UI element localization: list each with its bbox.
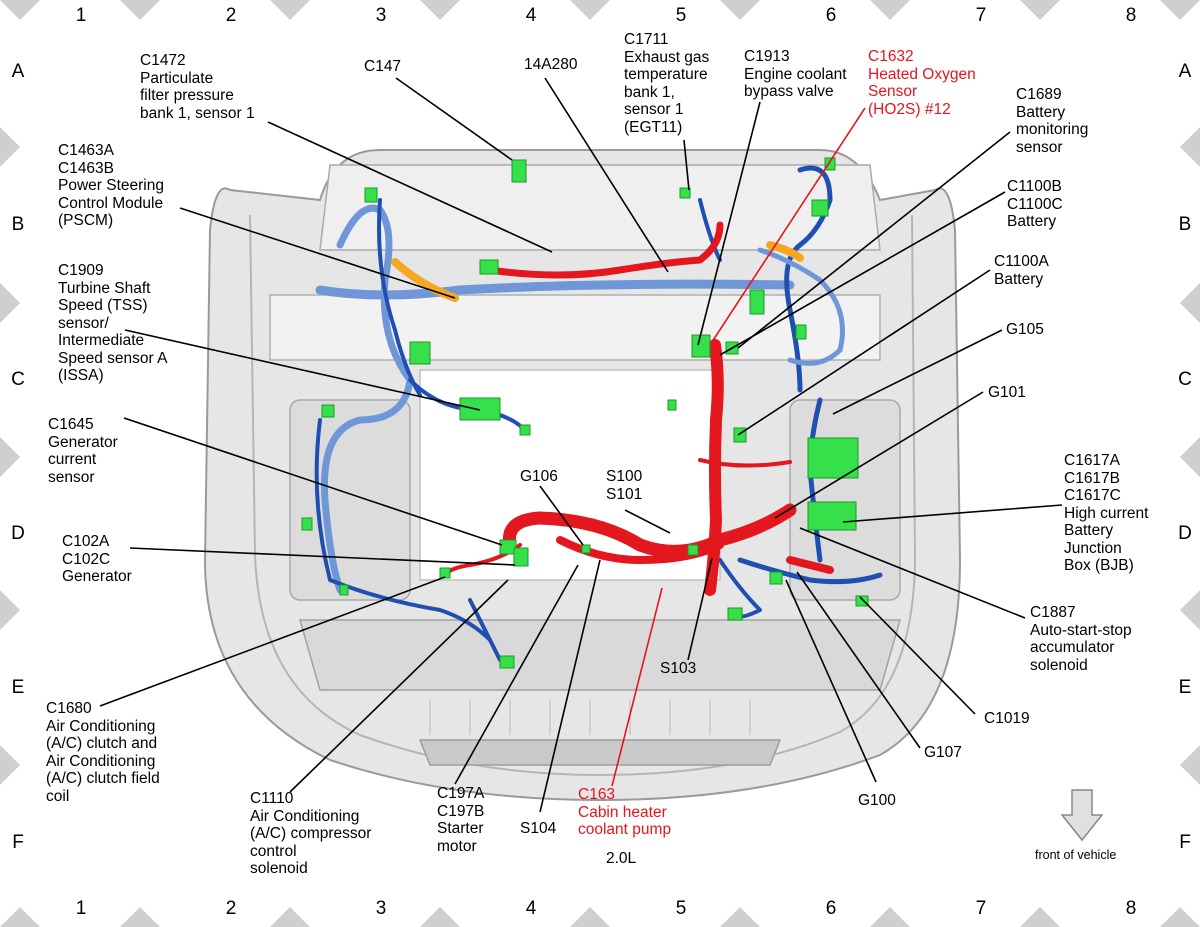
connectors [301, 157, 869, 669]
grid-col-bottom-7: 7 [975, 898, 987, 919]
callout-c1617: C1617A C1617B C1617C High current Batter… [1064, 452, 1149, 574]
callout-14a280: 14A280 [524, 56, 578, 73]
grid-row-left-c: C [11, 369, 25, 390]
grid-col-top-4: 4 [525, 5, 537, 26]
grid-col-top-2: 2 [225, 5, 237, 26]
grid-col-bottom-1: 1 [75, 898, 87, 919]
callout-c1913: C1913 Engine coolant bypass valve [744, 48, 847, 100]
callout-c1689: C1689 Battery monitoring sensor [1016, 86, 1089, 156]
callout-s103: S103 [660, 660, 697, 677]
callout-g105: G105 [1006, 321, 1044, 338]
callout-c1887: C1887 Auto-start-stop accumulator soleno… [1030, 604, 1132, 674]
grid-col-top-8: 8 [1125, 5, 1137, 26]
callout-c1909: C1909 Turbine Shaft Speed (TSS) sensor/ … [58, 262, 168, 384]
callout-c1463: C1463A C1463B Power Steering Control Mod… [58, 142, 164, 229]
front-of-vehicle-label: front of vehicle [1035, 848, 1117, 862]
callout-g101: G101 [988, 384, 1026, 401]
grid-col-top-3: 3 [375, 5, 387, 26]
callout-c102: C102A C102C Generator [62, 533, 132, 585]
callout-c197: C197A C197B Starter motor [437, 785, 485, 855]
callout-s104: S104 [520, 820, 557, 837]
grid-col-bottom-4: 4 [525, 898, 537, 919]
grid-row-left-a: A [11, 61, 25, 82]
grid-row-right-d: D [1178, 523, 1192, 544]
grid-row-right-c: C [1178, 369, 1192, 390]
callout-g106: G106 [520, 468, 558, 485]
callout-c1100bc: C1100B C1100C Battery [1007, 178, 1063, 230]
callout-c1645: C1645 Generator current sensor [48, 416, 118, 486]
grid-col-bottom-8: 8 [1125, 898, 1137, 919]
callout-c1472: C1472 Particulate filter pressure bank 1… [140, 52, 255, 122]
grid-row-right-b: B [1178, 214, 1192, 235]
callout-c1632: C1632 Heated Oxygen Sensor (HO2S) #12 [868, 48, 976, 118]
grid-row-left-e: E [11, 677, 25, 698]
callout-c1110: C1110 Air Conditioning (A/C) compressor … [250, 790, 372, 877]
callout-g107: G107 [924, 744, 962, 761]
grid-col-top-1: 1 [75, 5, 87, 26]
grid-col-top-5: 5 [675, 5, 687, 26]
callout-s100: S100 S101 [606, 468, 643, 503]
leader-lines [99, 77, 1063, 813]
grid-row-right-a: A [1178, 61, 1192, 82]
callout-g100: G100 [858, 792, 896, 809]
callout-c1100a: C1100A Battery [994, 253, 1049, 288]
callout-c163: C163 Cabin heater coolant pump [578, 786, 672, 838]
grid-col-bottom-3: 3 [375, 898, 387, 919]
down-arrow-icon [1060, 789, 1104, 842]
grid-col-top-7: 7 [975, 5, 987, 26]
red-leader-lines [611, 107, 866, 787]
callout-c1019: C1019 [984, 710, 1030, 727]
grid-row-left-f: F [12, 832, 24, 853]
engine-label: 2.0L [606, 850, 637, 867]
grid-col-bottom-2: 2 [225, 898, 237, 919]
grid-row-left-d: D [11, 523, 25, 544]
grid-col-top-6: 6 [825, 5, 837, 26]
callout-c1680: C1680 Air Conditioning (A/C) clutch and … [46, 700, 160, 805]
grid-col-bottom-5: 5 [675, 898, 687, 919]
callout-c147: C147 [364, 58, 402, 75]
grid-row-right-f: F [1179, 832, 1191, 853]
callout-c1711: C1711 Exhaust gas temperature bank 1, se… [624, 31, 710, 136]
grid-col-bottom-6: 6 [825, 898, 837, 919]
grid-row-right-e: E [1178, 677, 1192, 698]
grid-row-left-b: B [11, 214, 25, 235]
